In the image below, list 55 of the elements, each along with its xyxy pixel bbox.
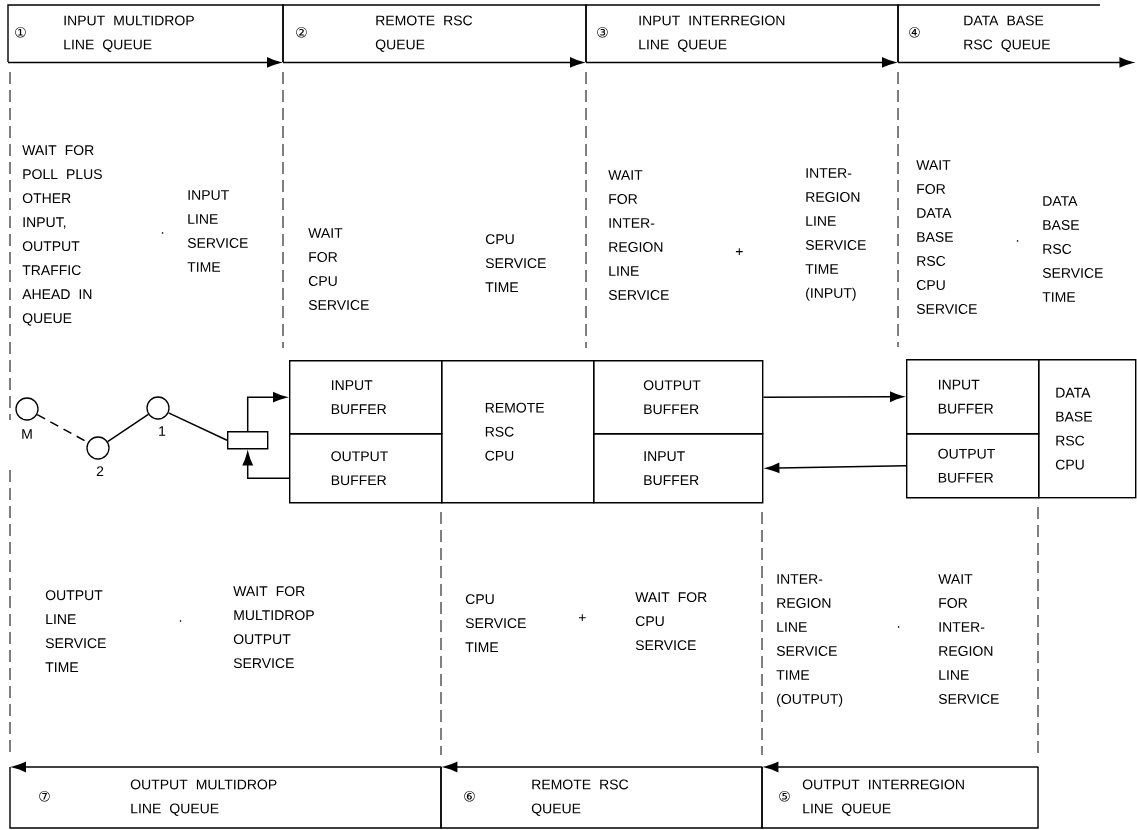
queue-box: ① INPUT MULTIDROP LINE QUEUE [7,4,284,63]
queue-box: ③ INPUT INTERREGION LINE QUEUE [585,4,899,63]
arrow [242,452,290,479]
queue-box: ④ DATA BASE RSC QUEUE [897,4,1101,63]
arrow [897,57,1133,68]
annotation-text: INPUT LINE SERVICE TIME [187,190,248,272]
annotation-text: CPU SERVICE TIME [485,234,546,292]
arrow [246,392,287,432]
annotation-text: WAIT FOR INTER- REGION LINE SERVICE [938,574,999,704]
node-label: 2 [96,466,104,476]
processor-cell: DATA BASE RSC CPU [1038,359,1137,499]
annotation-text: WAIT FOR POLL PLUS OTHER INPUT, OUTPUT TRAFFIC AHEAD IN QUEUE [22,145,102,326]
annotation-text: OUTPUT LINE SERVICE TIME [45,590,106,672]
annotation-text: WAIT FOR DATA BASE RSC CPU SERVICE [916,160,977,314]
annotation-text: WAIT FOR CPU SERVICE [308,228,369,310]
buffer-cell: INPUT BUFFER [289,360,443,435]
arrow [585,57,896,68]
node-label: 1 [159,426,166,436]
connector-line [106,413,150,443]
queue-box: ② REMOTE RSC QUEUE [282,4,587,63]
annotation-text: WAIT FOR INTER- REGION LINE SERVICE [608,170,669,300]
operator-symbol: · [1016,240,1019,242]
annotation-text: WAIT FOR MULTIDROP OUTPUT SERVICE [233,586,314,669]
station-circle [146,396,170,420]
queue-box: ⑥ REMOTE RSC QUEUE [440,766,763,829]
processor-cell: REMOTE RSC CPU [441,360,595,504]
buffer-cell: OUTPUT BUFFER [906,433,1040,499]
arrow [282,57,584,68]
arrow [762,391,904,402]
queue-box: ⑤ OUTPUT INTERREGION LINE QUEUE [761,766,1039,829]
buffer-cell: INPUT BUFFER [906,359,1040,435]
arrow [766,462,907,473]
operator-symbol: · [897,626,900,628]
annotation-text: WAIT FOR CPU SERVICE [635,592,707,651]
annotation-text: INTER- REGION LINE SERVICE TIME (INPUT) [805,168,866,301]
annotation-text: INTER- REGION LINE SERVICE TIME (OUTPUT) [776,574,843,707]
annotation-text: DATA BASE RSC SERVICE TIME [1042,196,1103,302]
arrow [765,762,1040,772]
buffer-cell: INPUT BUFFER [593,433,764,504]
operator-symbol: · [161,232,164,234]
operator-symbol: · [179,620,182,622]
operator-symbol: + [578,614,586,622]
arrow [444,762,764,772]
station-circle [86,436,110,460]
node-label: M [22,429,32,439]
buffer-cell: OUTPUT BUFFER [289,433,443,504]
queue-box: ⑦ OUTPUT MULTIDROP LINE QUEUE [9,766,442,829]
operator-symbol: + [735,248,743,256]
concentrator-box [227,431,269,450]
annotation-text: CPU SERVICE TIME [465,594,526,652]
arrow [12,762,443,772]
station-circle [15,397,39,421]
connector-line [167,412,228,441]
buffer-cell: OUTPUT BUFFER [593,360,764,435]
arrow [7,57,281,68]
